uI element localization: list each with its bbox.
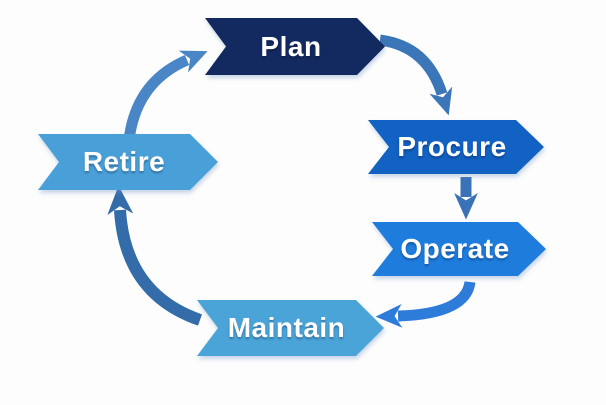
stage-operate: Operate: [372, 222, 546, 276]
stage-plan-banner: Plan: [205, 18, 385, 75]
arrow-maintain-to-retire-icon: [107, 185, 203, 326]
stage-maintain-label: Maintain: [227, 312, 346, 343]
stage-retire: Retire: [38, 134, 218, 190]
stage-plan: Plan: [205, 18, 385, 75]
stage-procure-banner: Procure: [368, 120, 544, 174]
stage-operate-label: Operate: [400, 233, 510, 264]
arrow-retire-to-plan-icon: [123, 50, 208, 141]
stage-retire-banner: Retire: [38, 134, 218, 190]
arrow-plan-to-procure-icon: [379, 34, 453, 116]
stage-procure-label: Procure: [397, 131, 507, 162]
stage-maintain: Maintain: [197, 300, 384, 356]
stage-procure: Procure: [368, 120, 544, 174]
stage-plan-label: Plan: [260, 30, 322, 62]
stage-retire-label: Retire: [82, 146, 166, 177]
stage-maintain-banner: Maintain: [197, 300, 384, 356]
arrow-procure-to-operate-icon: [454, 177, 478, 220]
arrow-operate-to-maintain-icon: [375, 280, 476, 328]
stage-operate-banner: Operate: [372, 222, 546, 276]
